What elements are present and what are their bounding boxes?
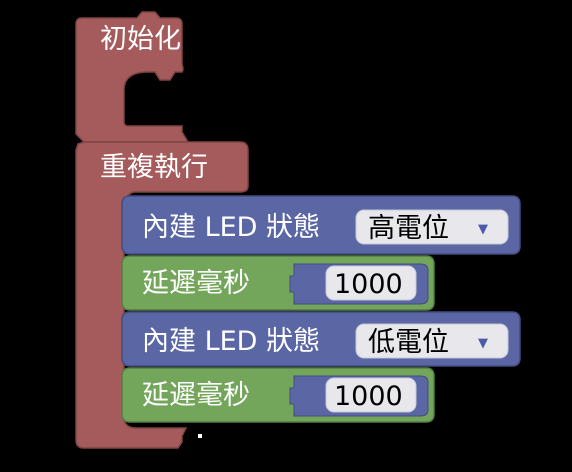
- led-low-dropdown-field: [355, 323, 509, 359]
- resize-handle: [198, 434, 202, 438]
- led-high-dropdown[interactable]: 高電位 ▼: [355, 209, 509, 245]
- led-high-block-label: 內建 LED 狀態: [142, 212, 320, 243]
- led-low-block-label: 內建 LED 狀態: [142, 326, 320, 357]
- setup-block-shape: [75, 11, 190, 143]
- setup-block[interactable]: 初始化: [75, 11, 190, 143]
- delay-1-number-field[interactable]: 1000: [325, 265, 417, 301]
- delay-2-number-field[interactable]: 1000: [325, 377, 417, 413]
- led-high-dropdown-field: [355, 209, 509, 245]
- led-high-block[interactable]: 內建 LED 狀態 高電位 ▼: [121, 195, 521, 255]
- delay-2-number-box: [325, 377, 417, 413]
- delay-1-number-value: 1000: [334, 269, 403, 300]
- loop-block-label: 重複執行: [100, 152, 208, 183]
- chevron-down-icon: ▼: [478, 222, 488, 237]
- setup-block-label: 初始化: [100, 24, 181, 55]
- led-high-dropdown-value: 高電位: [368, 213, 449, 244]
- delay-block-1-label: 延遲毫秒: [142, 268, 250, 299]
- chevron-down-icon: ▼: [478, 336, 488, 351]
- led-low-block[interactable]: 內建 LED 狀態 低電位 ▼: [121, 311, 521, 367]
- delay-block-2[interactable]: 延遲毫秒 1000: [121, 367, 435, 423]
- led-low-dropdown-value: 低電位: [368, 327, 449, 358]
- delay-block-2-label: 延遲毫秒: [142, 380, 250, 411]
- delay-2-number-value: 1000: [334, 381, 403, 412]
- led-low-dropdown[interactable]: 低電位 ▼: [355, 323, 509, 359]
- delay-1-number-box: [325, 265, 417, 301]
- delay-block-1[interactable]: 延遲毫秒 1000: [121, 255, 435, 311]
